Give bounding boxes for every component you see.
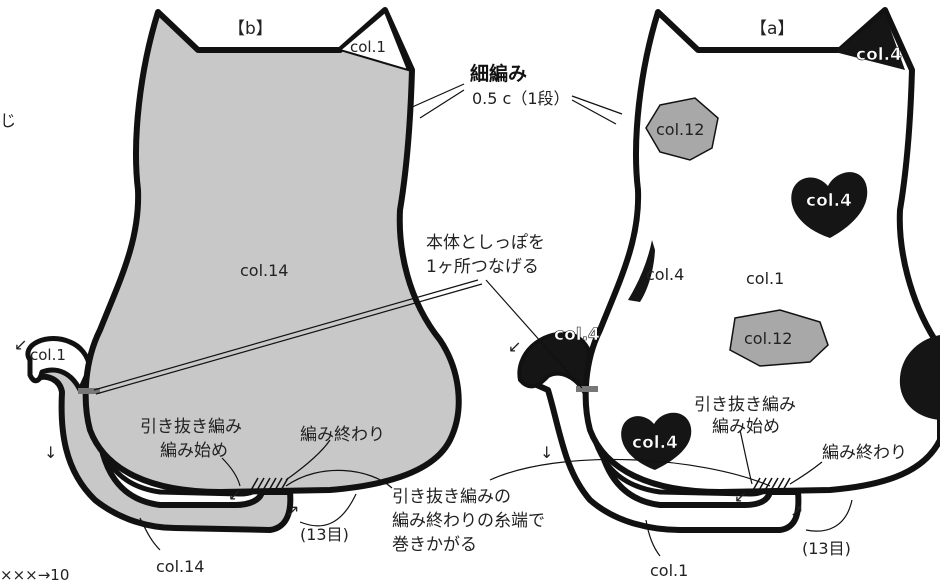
cat-a-tag: 【a】 <box>750 19 794 39</box>
cat-b-rows-label: (13目) <box>300 525 349 544</box>
cat-b-tail-leader <box>139 517 161 551</box>
cat-a-tip-arrow: ↙ <box>508 337 521 356</box>
cat-a-side-label: col.4 <box>646 265 684 284</box>
cat-b-slip-start-2: 編み始め <box>160 441 228 461</box>
cat-a-spot-2 <box>729 309 829 367</box>
cat-b-slip-hatch <box>249 477 289 493</box>
cat-a-rows-label: (13目) <box>802 539 851 558</box>
cat-a-spot-1 <box>645 97 719 161</box>
sc-leader-left-1 <box>409 83 465 109</box>
cat-b-join-marker <box>78 388 100 394</box>
join-leader-left-2 <box>95 283 483 395</box>
cat-b-tip-arrow: ↙ <box>14 335 27 354</box>
cat-a-tail-leader <box>645 519 661 557</box>
join-leader-left <box>93 279 479 391</box>
cat-b-slip-arrow: ↙ <box>228 485 241 504</box>
cat-a-tail <box>527 361 802 533</box>
cat-a: ↙ ↓ ↙ ↗ 【a】 col.4 col.12 col.4 col.4 col… <box>508 7 940 580</box>
cat-a-slip-arrow: ↙ <box>734 487 747 506</box>
cat-a-tail-arrow: ↓ <box>540 443 553 462</box>
cat-b-end-leader <box>285 439 331 481</box>
edge-fragment-bottom: ×××→10 <box>0 566 69 582</box>
cat-a-ear-label: col.4 <box>856 45 902 65</box>
cat-a-slip-start-1: 引き抜き編み <box>694 395 796 415</box>
wrap-leader-right <box>489 458 771 487</box>
sc-leader-right-1 <box>571 95 623 115</box>
cat-a-slip-start-2: 編み始め <box>712 417 780 437</box>
cat-a-row-arrow: ↗ <box>790 501 803 520</box>
wrap-note-2: 編み終わりの糸端で <box>392 511 545 531</box>
sc-detail: 0.5 c（1段） <box>472 89 570 108</box>
cat-a-heart1-label: col.4 <box>806 191 852 211</box>
cat-b-tail <box>33 359 294 533</box>
join-note-1: 本体としっぽを <box>426 233 545 253</box>
wrap-note-1: 引き抜き編みの <box>392 487 511 507</box>
sc-leader-left-2 <box>419 89 465 119</box>
cat-b-tip-label: col.1 <box>30 346 66 364</box>
cat-a-heart-2 <box>621 412 692 470</box>
cat-a-join-marker <box>576 386 598 392</box>
wrap-leader-left <box>285 469 393 489</box>
cat-a-rows-leader <box>805 499 853 532</box>
cat-a-heart-1 <box>791 172 868 238</box>
cat-a-end-label: 編み終わり <box>822 443 907 463</box>
cat-b-rows-leader <box>299 493 357 527</box>
cat-a-body-label: col.1 <box>746 269 784 288</box>
cat-a-side-patch-right <box>899 335 940 420</box>
center-notes: 細編み 0.5 c（1段） 本体としっぽを 1ヶ所つなげる 引き抜き編みの 編み… <box>93 62 771 555</box>
cat-a-spot1-label: col.12 <box>656 120 704 139</box>
wrap-note-3: 巻きかがる <box>392 535 477 555</box>
cat-a-heart2-label: col.4 <box>632 433 678 453</box>
cat-b-body-label: col.14 <box>240 261 288 280</box>
cat-b-start-leader <box>221 457 241 487</box>
cat-a-tail-label: col.1 <box>650 561 688 580</box>
cat-b-tail-arrow: ↓ <box>44 443 57 462</box>
cat-a-ear-patch <box>835 14 905 70</box>
cat-b-tail-label: col.14 <box>156 557 204 576</box>
cat-b-ear-label: col.1 <box>350 38 386 56</box>
cat-b-ear-patch <box>337 10 410 72</box>
cat-b-slip-start-1: 引き抜き編み <box>140 417 242 437</box>
join-leader-right <box>485 279 583 389</box>
cat-b-end-label: 編み終わり <box>300 425 385 445</box>
cat-a-end-leader <box>789 461 823 485</box>
cat-a-start-leader <box>739 429 753 485</box>
cat-a-spot2-label: col.12 <box>744 329 792 348</box>
cat-a-side-patch-left <box>628 240 655 302</box>
cat-b-row-arrow: ↗ <box>286 501 299 520</box>
sc-title: 細編み <box>470 62 527 85</box>
cat-b: ↙ ↓ ↙ ↗ 【b】 col.1 col.14 col.1 col.14 引き… <box>14 7 462 576</box>
cat-a-tip-label: col.4 <box>554 325 600 345</box>
join-note-2: 1ヶ所つなげる <box>426 257 539 277</box>
sc-leader-right-2 <box>571 99 617 125</box>
cat-b-tag: 【b】 <box>228 19 273 39</box>
edge-fragment-top: じ <box>0 111 16 130</box>
